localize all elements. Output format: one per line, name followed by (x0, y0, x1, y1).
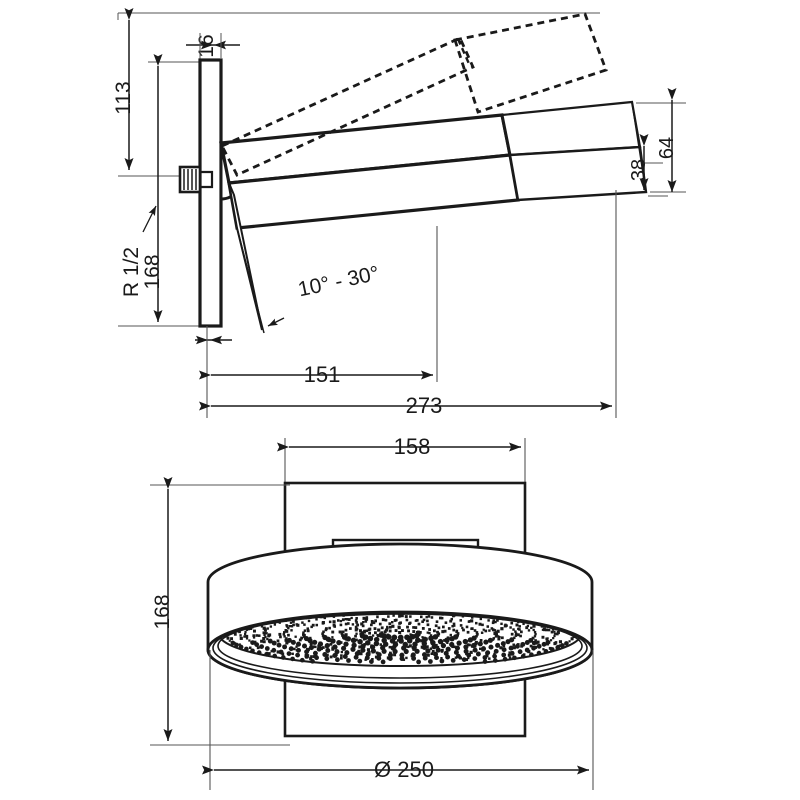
dimension-label-38: 38 (628, 159, 650, 181)
dimension-label-168-front: 168 (151, 594, 174, 629)
dimension-label-151: 151 (304, 362, 341, 387)
side-view-group: 113 168 R 1/2 16 (112, 13, 686, 418)
dimension-label-158: 158 (394, 434, 431, 459)
nozzle-fin-edge (237, 228, 264, 333)
angle-range-label: 10° - 30° (296, 262, 381, 302)
dimension-label-113: 113 (112, 81, 135, 114)
front-view-group: 158 168 Ø 250 (150, 434, 593, 790)
dimension-label-64: 64 (656, 137, 678, 159)
thread-label-r-half: R 1/2 (120, 247, 143, 297)
dimension-label-273: 273 (406, 393, 443, 418)
thread-nipple (180, 167, 200, 192)
head-body-top (502, 102, 640, 155)
leader-line-thread (143, 206, 156, 232)
leader-line-angle (268, 318, 284, 326)
wall-plate (200, 60, 221, 326)
dimension-label-16: 16 (195, 34, 218, 57)
dimension-label-250: Ø 250 (374, 757, 434, 782)
dimension-label-168-side: 168 (141, 254, 164, 289)
head-body-bottom (510, 147, 646, 200)
